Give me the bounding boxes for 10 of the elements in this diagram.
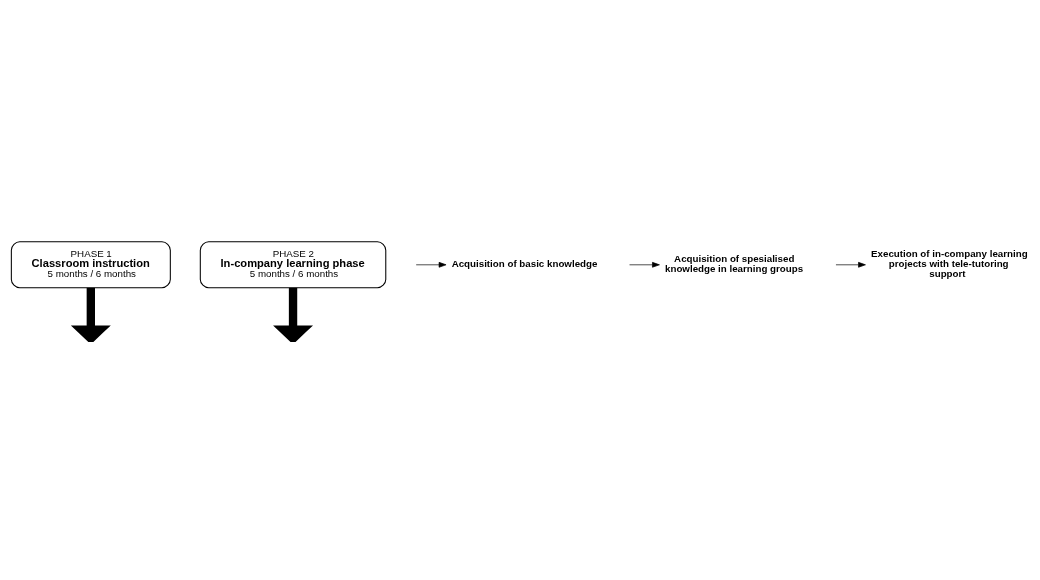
arrow [629, 261, 660, 268]
node-text: Execution of in-company learning projects with tele-tutoring support [871, 247, 1028, 279]
node-box: PHASE 2 In-company learning phase 5 months / 6 months [199, 240, 387, 288]
node-text: Acquisition of spesialised knowledge in learning groups [665, 252, 804, 274]
node-text: Acquisition of basic knowledge [451, 257, 598, 269]
arrow [415, 261, 447, 268]
node-box: PHASE 1 Classroom instruction 5 months / 6 months [10, 240, 171, 288]
arrow [835, 261, 866, 268]
arrow [70, 287, 111, 342]
arrow [273, 287, 313, 342]
